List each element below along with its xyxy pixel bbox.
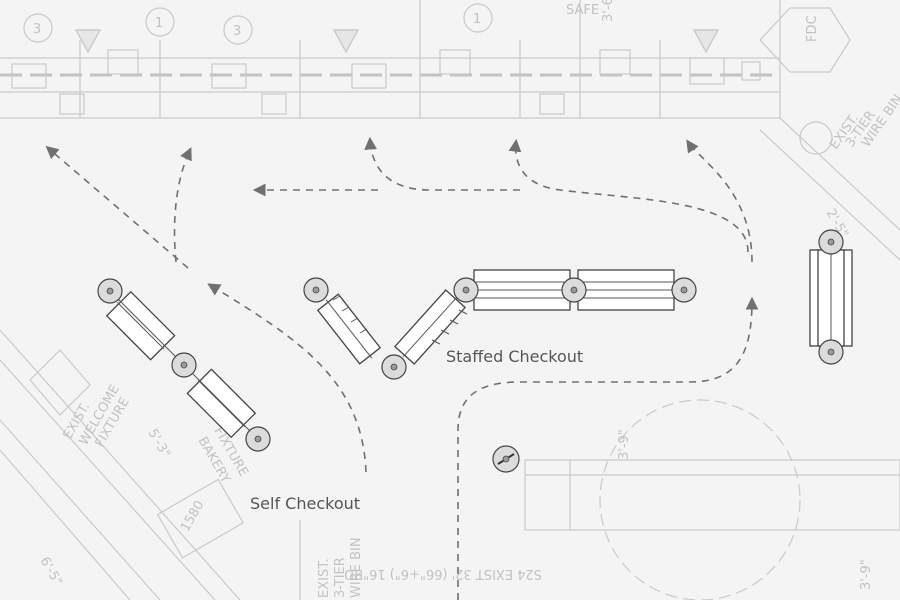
flow-arrow-center-up xyxy=(508,138,749,253)
customer-flow-arrows xyxy=(45,136,759,600)
staffed-checkout-label: Staffed Checkout xyxy=(446,347,584,366)
plan-dim-bottom: S24 EXIST 32' (66"+6") 16"BD xyxy=(344,566,542,581)
lane-posts xyxy=(97,229,844,473)
self-checkout-lanes xyxy=(105,290,259,440)
plan-wire-bin-b3: WIRE BIN xyxy=(349,537,364,598)
flow-arrow-self-left xyxy=(45,145,189,269)
staffed-checkout-lanes xyxy=(316,269,684,365)
plan-dim-left2: 6'-5" xyxy=(37,555,65,589)
flow-arrow-right-up xyxy=(686,139,753,263)
plan-dim-left: 5'-3" xyxy=(145,427,173,461)
right-lane xyxy=(809,240,853,356)
plan-fixture-code: 1580 xyxy=(178,498,208,534)
plan-dim-right: 3'-9" xyxy=(859,559,874,590)
plan-fdc: FDC xyxy=(805,15,820,42)
plan-safe-text: SAFE xyxy=(566,3,599,18)
plan-circle-2: 1 xyxy=(155,16,163,31)
flow-arrow-entry xyxy=(457,296,759,600)
plan-circle-1: 3 xyxy=(33,22,41,37)
plan-dim-top: 3'-6" xyxy=(601,0,616,22)
flow-arrow-self-exit xyxy=(207,283,367,473)
flow-arrow-staffed-up xyxy=(364,136,520,191)
plan-circle-3: 3 xyxy=(233,24,241,39)
plan-dim-circle: 3'-9" xyxy=(617,429,632,460)
flow-arrow-self-up xyxy=(173,147,192,263)
plan-wire-bin-b1: EXIST. xyxy=(317,558,332,598)
plan-wire-bin-b2: 3-TIER xyxy=(333,557,348,598)
self-checkout-label: Self Checkout xyxy=(250,494,361,513)
plan-circle-4: 1 xyxy=(473,12,481,27)
